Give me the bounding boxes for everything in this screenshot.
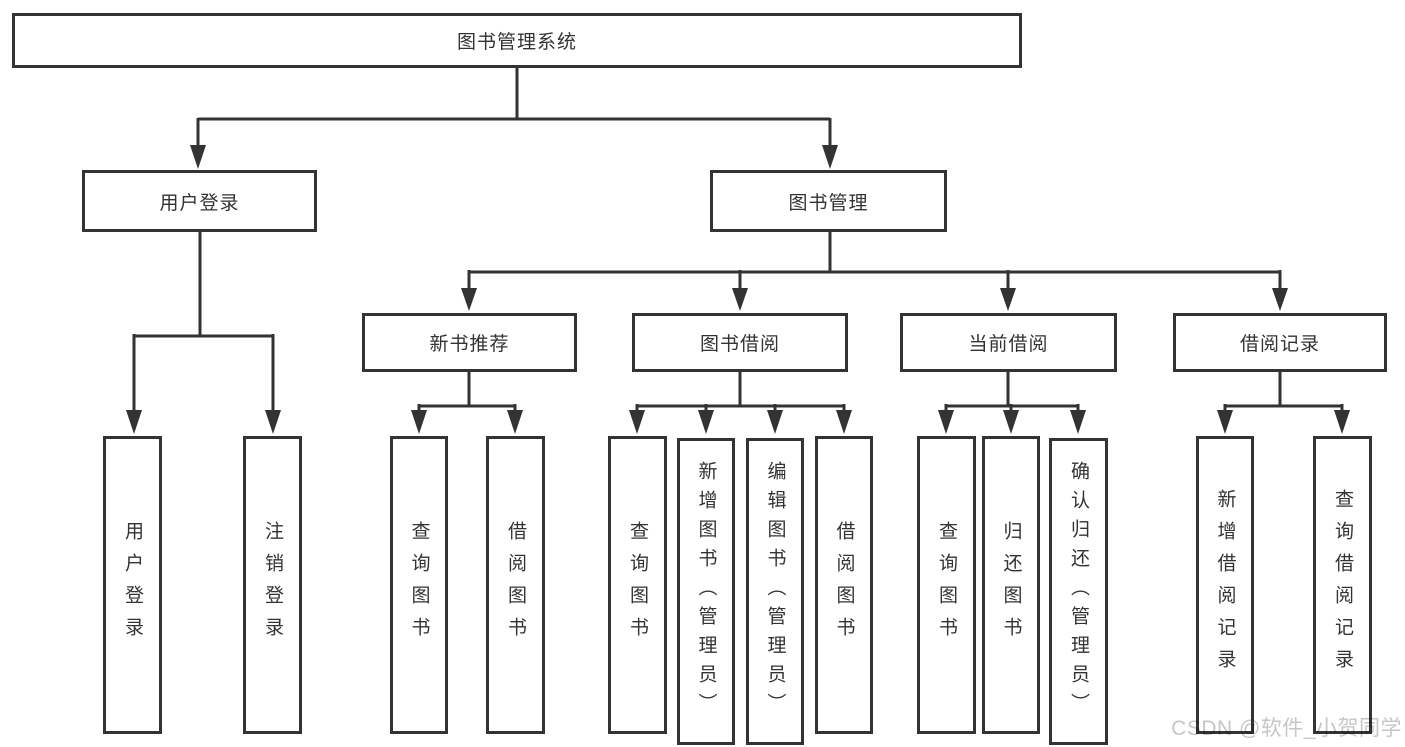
node-label: 当前借阅: [968, 334, 1049, 355]
watermark: CSDN @软件_小贺同学: [1171, 717, 1402, 740]
node-label: 编辑图书（管理员）: [764, 461, 786, 722]
node-new-book-recommend: 新书推荐: [362, 313, 577, 372]
node-label: 图书管理: [788, 192, 869, 214]
node-label: 查询图书: [936, 521, 957, 649]
leaf-query-books-3: 查询图书: [917, 436, 976, 734]
node-label: 借阅图书: [833, 521, 855, 649]
node-label: 图书借阅: [699, 334, 780, 355]
node-label: 查询图书: [627, 521, 648, 649]
leaf-logout: 注销登录: [243, 436, 302, 734]
leaf-add-borrow-record: 新增借阅记录: [1196, 436, 1254, 734]
node-label: 新增借阅记录: [1214, 489, 1236, 681]
node-label: 确认归还（管理员）: [1068, 461, 1089, 722]
node-book-management: 图书管理: [710, 170, 947, 232]
node-label: 借阅记录: [1239, 334, 1320, 355]
node-label: 新增图书（管理员）: [695, 461, 717, 722]
node-label: 用户登录: [159, 192, 240, 214]
leaf-query-books-1: 查询图书: [390, 436, 448, 734]
node-label: 图书管理系统: [456, 32, 577, 53]
node-borrow-records: 借阅记录: [1173, 313, 1387, 372]
leaf-borrow-books-2: 借阅图书: [815, 436, 873, 734]
node-user-login: 用户登录: [82, 170, 317, 232]
leaf-borrow-books-1: 借阅图书: [486, 436, 545, 734]
node-label: 注销登录: [262, 521, 283, 649]
node-library-management-system: 图书管理系统: [12, 13, 1022, 68]
node-label: 新书推荐: [429, 334, 510, 355]
leaf-edit-book-admin: 编辑图书（管理员）: [746, 438, 804, 745]
node-book-borrowing: 图书借阅: [632, 313, 848, 372]
node-label: 借阅图书: [505, 521, 526, 649]
node-label: 归还图书: [1000, 521, 1022, 649]
node-label: 查询借阅记录: [1332, 489, 1353, 681]
leaf-user-login: 用户登录: [103, 436, 162, 734]
leaf-query-books-2: 查询图书: [608, 436, 667, 734]
node-current-borrowing: 当前借阅: [900, 313, 1117, 372]
leaf-return-book: 归还图书: [982, 436, 1040, 734]
node-label: 用户登录: [122, 521, 143, 649]
node-label: 查询图书: [408, 521, 430, 649]
leaf-add-book-admin: 新增图书（管理员）: [677, 438, 735, 745]
leaf-query-borrow-record: 查询借阅记录: [1313, 436, 1372, 734]
leaf-confirm-return-admin: 确认归还（管理员）: [1049, 438, 1108, 745]
